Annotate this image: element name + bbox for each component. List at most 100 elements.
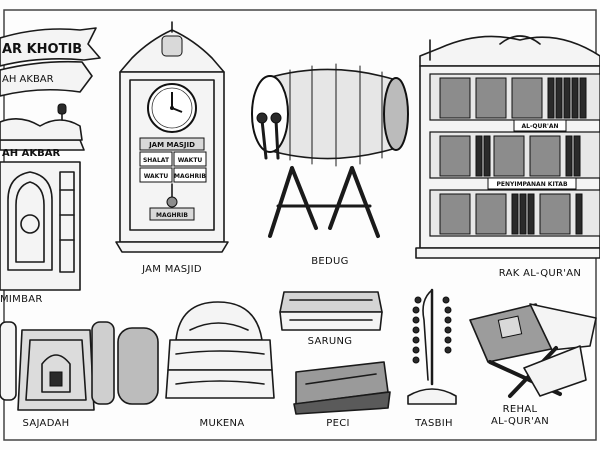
bookshelf-crown <box>419 35 600 67</box>
sajadah-illustration: SAJADAH <box>0 321 159 429</box>
clock-time-cell <box>173 151 207 167</box>
bookshelf-base <box>415 247 600 259</box>
sajadah-roll <box>117 327 159 405</box>
book <box>511 77 543 119</box>
mukena-label: MUKENA <box>200 418 245 429</box>
mukena-top <box>175 301 263 341</box>
microphone-icon <box>57 103 67 115</box>
clock-time-cell <box>139 167 173 183</box>
clock-top-text: JAM MASJID <box>148 141 195 149</box>
tasbih-beads <box>412 296 452 364</box>
clock-time-cell <box>139 151 173 167</box>
bedug-stick-head <box>256 112 268 124</box>
clock-pendulum-bob <box>166 196 178 208</box>
mimbar-arch <box>7 171 53 271</box>
sarung-fold-2 <box>279 311 383 331</box>
clock-time-1: WAKTU <box>178 157 203 164</box>
bedug-drum-back <box>383 77 409 151</box>
book <box>555 77 563 119</box>
tasbih-bead <box>442 296 450 304</box>
tasbih-label: TASBIH <box>414 418 453 429</box>
rehal-book-emblem <box>497 315 523 339</box>
bookshelf-crown-ornament <box>499 35 541 45</box>
clock-label: JAM MASJID <box>141 264 202 275</box>
book <box>573 135 581 177</box>
tasbih-bead <box>412 306 420 314</box>
sarung-label: SARUNG <box>308 336 353 347</box>
bedug-drum-head <box>251 75 289 153</box>
bookshelf-books <box>439 77 587 235</box>
bookshelf-illustration: AL-QUR'AN PENYIMPANAN KITAB RAK AL-QUR'A… <box>415 35 600 279</box>
tasbih-illustration: TASBIH <box>407 288 457 429</box>
peci-illustration: PECI <box>293 361 391 429</box>
mukena-illustration: MUKENA <box>165 301 275 429</box>
tasbih-bead <box>412 356 420 364</box>
tasbih-bead <box>412 326 420 334</box>
sajadah-center <box>49 371 63 387</box>
book <box>519 193 527 235</box>
bedug-stand <box>268 166 380 238</box>
mimbar-side-panel <box>59 171 75 273</box>
tasbih-bead <box>444 326 452 334</box>
mimbar-illustration: AR KHOTIB AH AKBAR AH AKBAR MIMBAR <box>0 27 101 305</box>
book <box>439 193 471 235</box>
book <box>439 135 471 177</box>
mukena-lace <box>189 322 249 331</box>
book <box>547 77 555 119</box>
mimbar-body <box>0 161 81 291</box>
bookshelf-sign1-text: AL-QUR'AN <box>521 123 558 130</box>
book <box>529 135 561 177</box>
tasbih-base <box>407 388 457 405</box>
bedug-illustration: BEDUG <box>251 63 409 267</box>
bookshelf-label: RAK AL-QUR'AN <box>499 268 581 279</box>
tasbih-bead <box>444 336 452 344</box>
peci-band <box>293 391 391 415</box>
bookshelf-sign-1 <box>513 119 567 132</box>
clock-bottom-text: MAGHRIB <box>156 212 188 219</box>
book <box>579 77 587 119</box>
peci-pattern <box>305 373 377 385</box>
clock-face-ring <box>151 87 193 129</box>
sajadah-roll <box>0 321 17 401</box>
book <box>539 193 571 235</box>
banner-line1: AR KHOTIB <box>2 42 82 57</box>
book <box>527 193 535 235</box>
tasbih-bead <box>444 306 452 314</box>
tasbih-bead <box>414 296 422 304</box>
mimbar-crown <box>0 118 83 141</box>
rehal-label-line2: AL-QUR'AN <box>491 416 549 427</box>
clock-base <box>115 241 229 253</box>
tasbih-bead <box>412 336 420 344</box>
book <box>565 135 573 177</box>
book <box>439 77 471 119</box>
mukena-fold-1 <box>167 339 273 371</box>
sajadah-mihrab <box>41 354 71 393</box>
banner-line2: AH AKBAR <box>2 74 54 85</box>
mimbar-side-lines <box>59 189 75 241</box>
bedug-drum-staves <box>289 63 383 167</box>
tasbih-bead <box>412 346 420 354</box>
bedug-stick <box>260 118 268 160</box>
book <box>475 77 507 119</box>
peci-label: PECI <box>326 418 349 429</box>
book <box>493 135 525 177</box>
clock-time-cell <box>173 167 207 183</box>
book <box>475 135 483 177</box>
bookshelf-sign2-text: PENYIMPANAN KITAB <box>496 181 567 188</box>
rehal-label-line1: REHAL <box>503 404 538 415</box>
sajadah-border <box>25 339 87 401</box>
sarung-illustration: SARUNG <box>279 291 383 347</box>
clock-illustration: JAM MASJID SHALAT WAKTU WAKTU MAGHRIB MA… <box>115 21 229 275</box>
banner-ribbon-lower <box>0 60 93 97</box>
sajadah-mat <box>17 329 95 411</box>
rehal-book-page <box>529 303 597 351</box>
sarung-pattern <box>289 299 373 321</box>
mimbar-panel-text: AH AKBAR <box>2 148 60 159</box>
clock-time-3: MAGHRIB <box>174 173 206 180</box>
clock-crown-emblem <box>161 35 183 57</box>
clock-time-2: WAKTU <box>144 173 169 180</box>
tasbih-stand <box>422 289 433 381</box>
book <box>475 193 507 235</box>
